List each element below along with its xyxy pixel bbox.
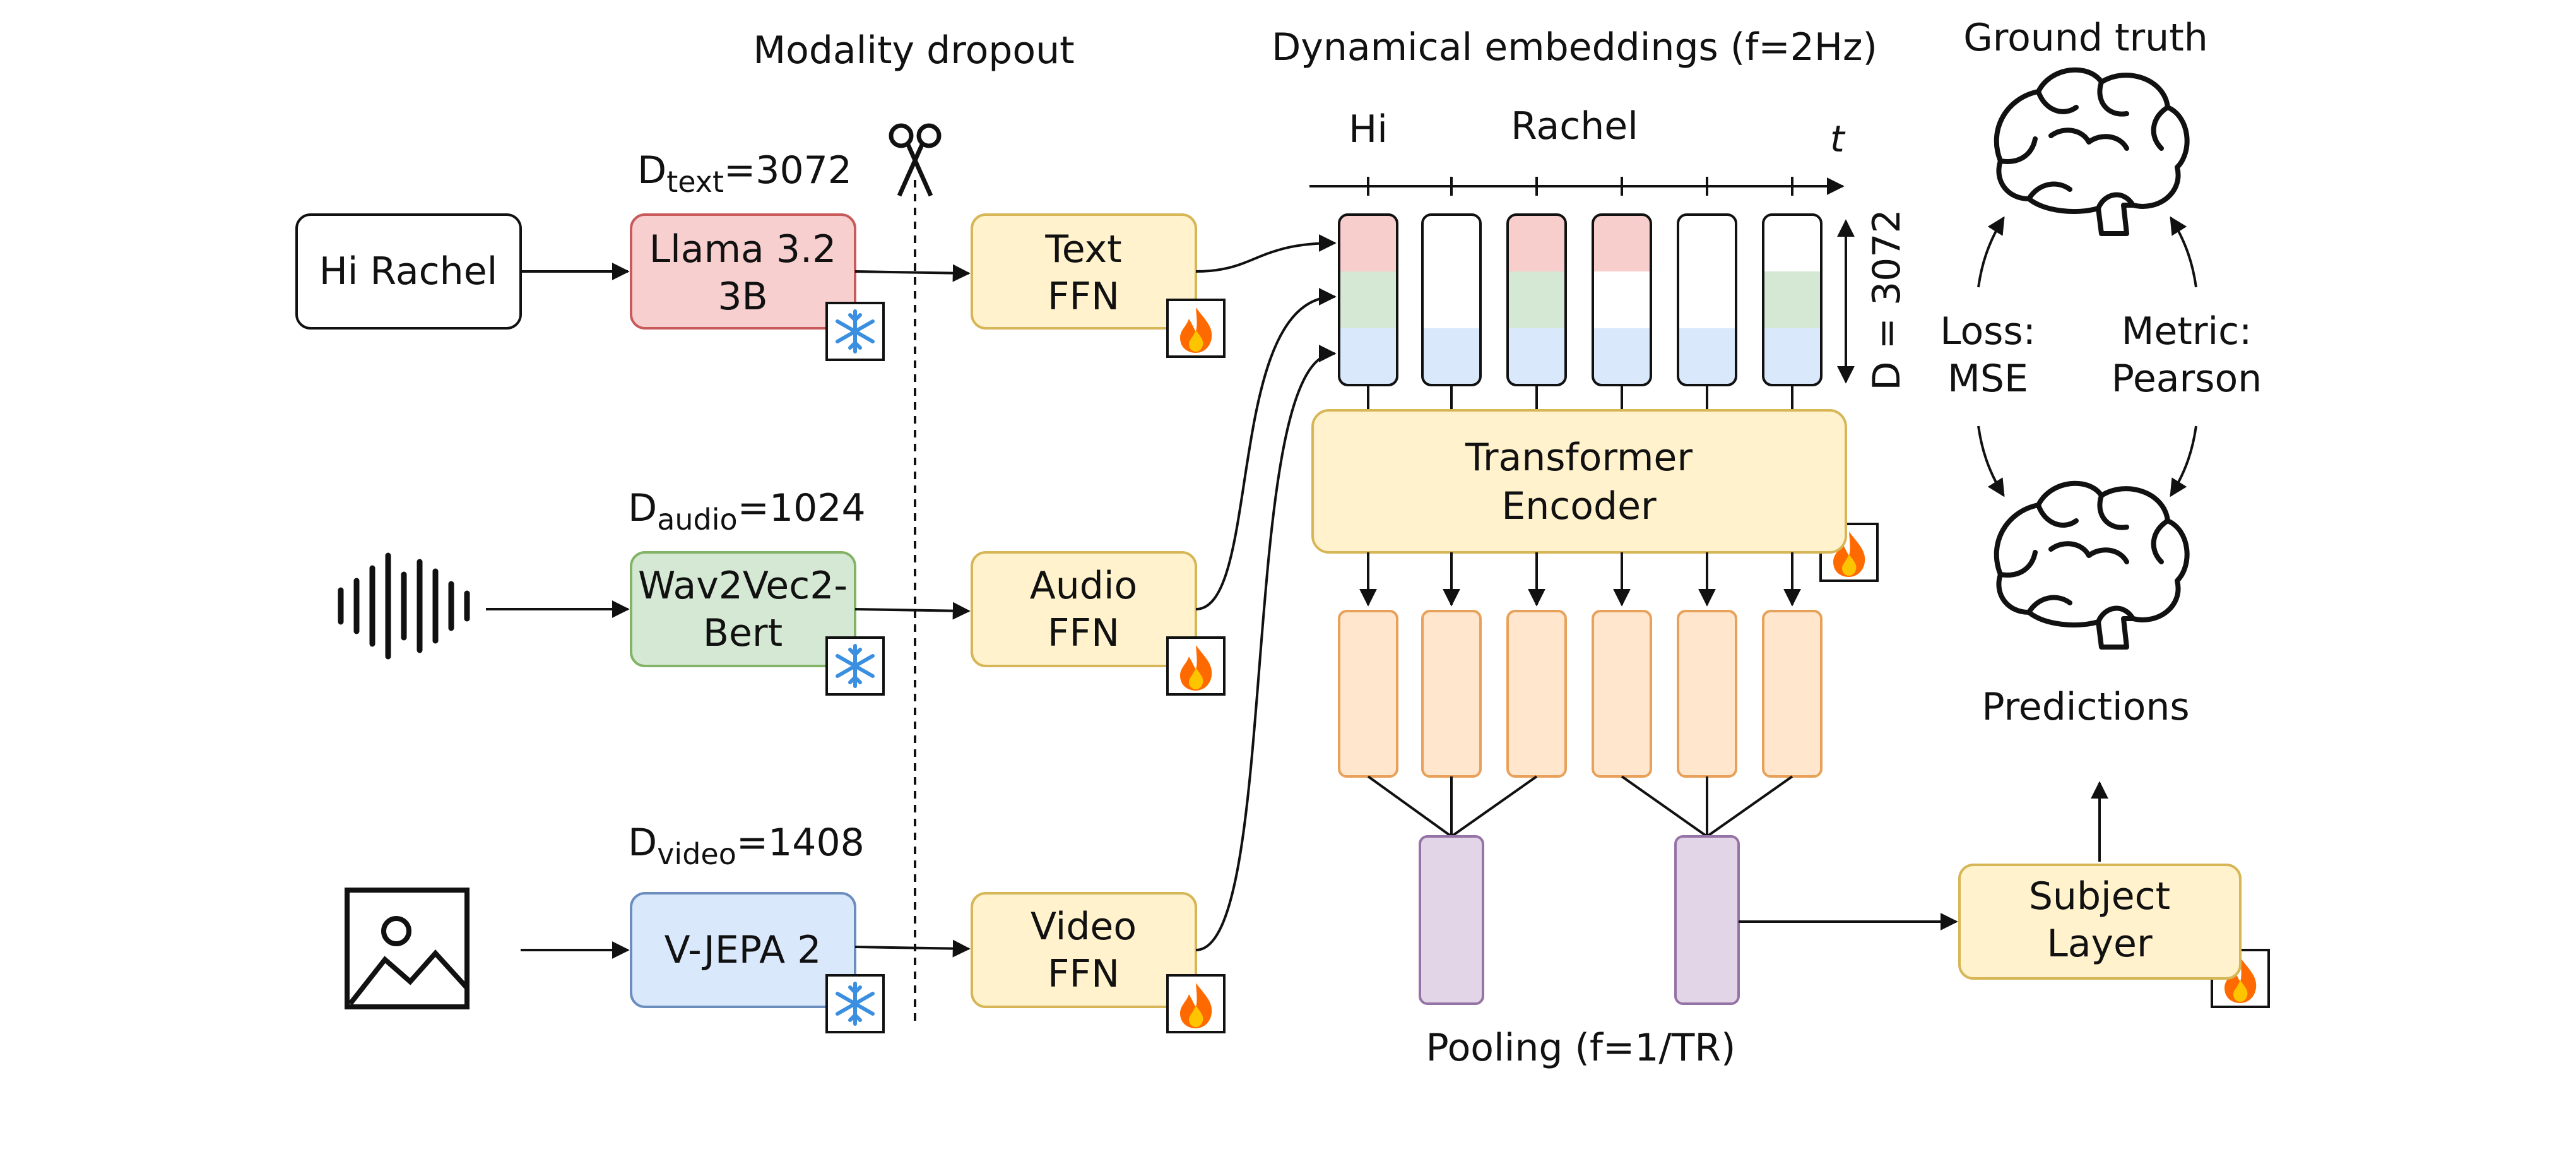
- pooling-node: [1367, 775, 1538, 1005]
- flame-icon: [1166, 299, 1226, 358]
- video-ffn-box: Video FFN: [971, 892, 1197, 1008]
- depth-label: D = 3072: [1865, 209, 1909, 390]
- loss-label-line2: MSE: [1947, 357, 2028, 401]
- text-encoder-box: Llama 3.2 3B: [630, 213, 856, 330]
- dim-text-label: Dtext=3072: [637, 148, 852, 199]
- embedding-token: [1338, 177, 1398, 410]
- time-label-hi: Hi: [1349, 107, 1388, 152]
- metric-label-line2: Pearson: [2112, 357, 2262, 401]
- waveform-icon: [338, 552, 470, 660]
- embedding-token: [1421, 177, 1482, 410]
- transformer-line1: Transformer: [1465, 436, 1693, 480]
- image-icon: [345, 888, 470, 1009]
- flame-icon: [1166, 636, 1226, 696]
- pooling-label: Pooling (f=1/TR): [1426, 1026, 1736, 1070]
- text-ffn-line2: FFN: [1048, 275, 1120, 319]
- video-encoder-box: V-JEPA 2: [630, 892, 856, 1008]
- video-encoder-line1: V-JEPA 2: [665, 928, 822, 972]
- embeddings-title: Dynamical embeddings (f=2Hz): [1272, 25, 1877, 69]
- encoder-output: [1338, 552, 1398, 778]
- ground-truth-label: Ground truth: [1963, 16, 2208, 60]
- metric-label-line1: Metric:: [2122, 309, 2252, 354]
- scissors-icon: [889, 123, 942, 197]
- text-encoder-line2: 3B: [718, 275, 767, 319]
- embedding-token: [1506, 177, 1567, 410]
- video-ffn-line1: Video: [1031, 905, 1137, 949]
- subject-layer-line1: Subject: [2029, 874, 2170, 918]
- encoder-output: [1762, 552, 1823, 778]
- embedding-token: [1762, 177, 1823, 410]
- brain-icon: [1994, 480, 2190, 650]
- flame-icon: [1166, 974, 1226, 1033]
- encoder-output: [1677, 552, 1737, 778]
- text-encoder-line1: Llama 3.2: [649, 227, 837, 271]
- embedding-token: [1677, 177, 1737, 410]
- audio-encoder-line1: Wav2Vec2-: [638, 564, 848, 608]
- transformer-line2: Encoder: [1501, 484, 1657, 528]
- snowflake-icon: [825, 636, 885, 696]
- predictions-label: Predictions: [1982, 685, 2189, 729]
- snowflake-icon: [825, 302, 885, 361]
- audio-ffn-box: Audio FFN: [971, 551, 1197, 667]
- encoder-output: [1592, 552, 1652, 778]
- video-ffn-line2: FFN: [1048, 952, 1120, 996]
- loss-label-line1: Loss:: [1940, 309, 2036, 354]
- text-ffn-line1: Text: [1044, 227, 1121, 271]
- audio-encoder-box: Wav2Vec2- Bert: [630, 551, 856, 667]
- time-axis-label: t: [1830, 117, 1846, 160]
- input-text-label: Hi Rachel: [319, 249, 498, 294]
- encoder-output: [1506, 552, 1567, 778]
- encoder-output: [1421, 552, 1482, 778]
- pooling-node: [1621, 775, 1793, 1005]
- subject-layer-line2: Layer: [2047, 922, 2153, 966]
- snowflake-icon: [825, 974, 885, 1033]
- text-ffn-box: Text FFN: [971, 213, 1197, 330]
- subject-layer-box: Subject Layer: [1958, 864, 2242, 980]
- audio-ffn-line2: FFN: [1048, 611, 1120, 655]
- embedding-token: [1592, 177, 1652, 410]
- input-text-box: Hi Rachel: [295, 213, 522, 330]
- time-label-rachel: Rachel: [1511, 104, 1638, 148]
- audio-encoder-line2: Bert: [703, 611, 783, 655]
- transformer-encoder-box: Transformer Encoder: [1311, 409, 1847, 554]
- dim-video-label: Dvideo=1408: [628, 821, 865, 871]
- dim-audio-label: Daudio=1024: [628, 486, 866, 537]
- brain-icon: [1994, 67, 2190, 236]
- audio-ffn-line1: Audio: [1030, 564, 1138, 608]
- modality-dropout-label: Modality dropout: [753, 28, 1074, 73]
